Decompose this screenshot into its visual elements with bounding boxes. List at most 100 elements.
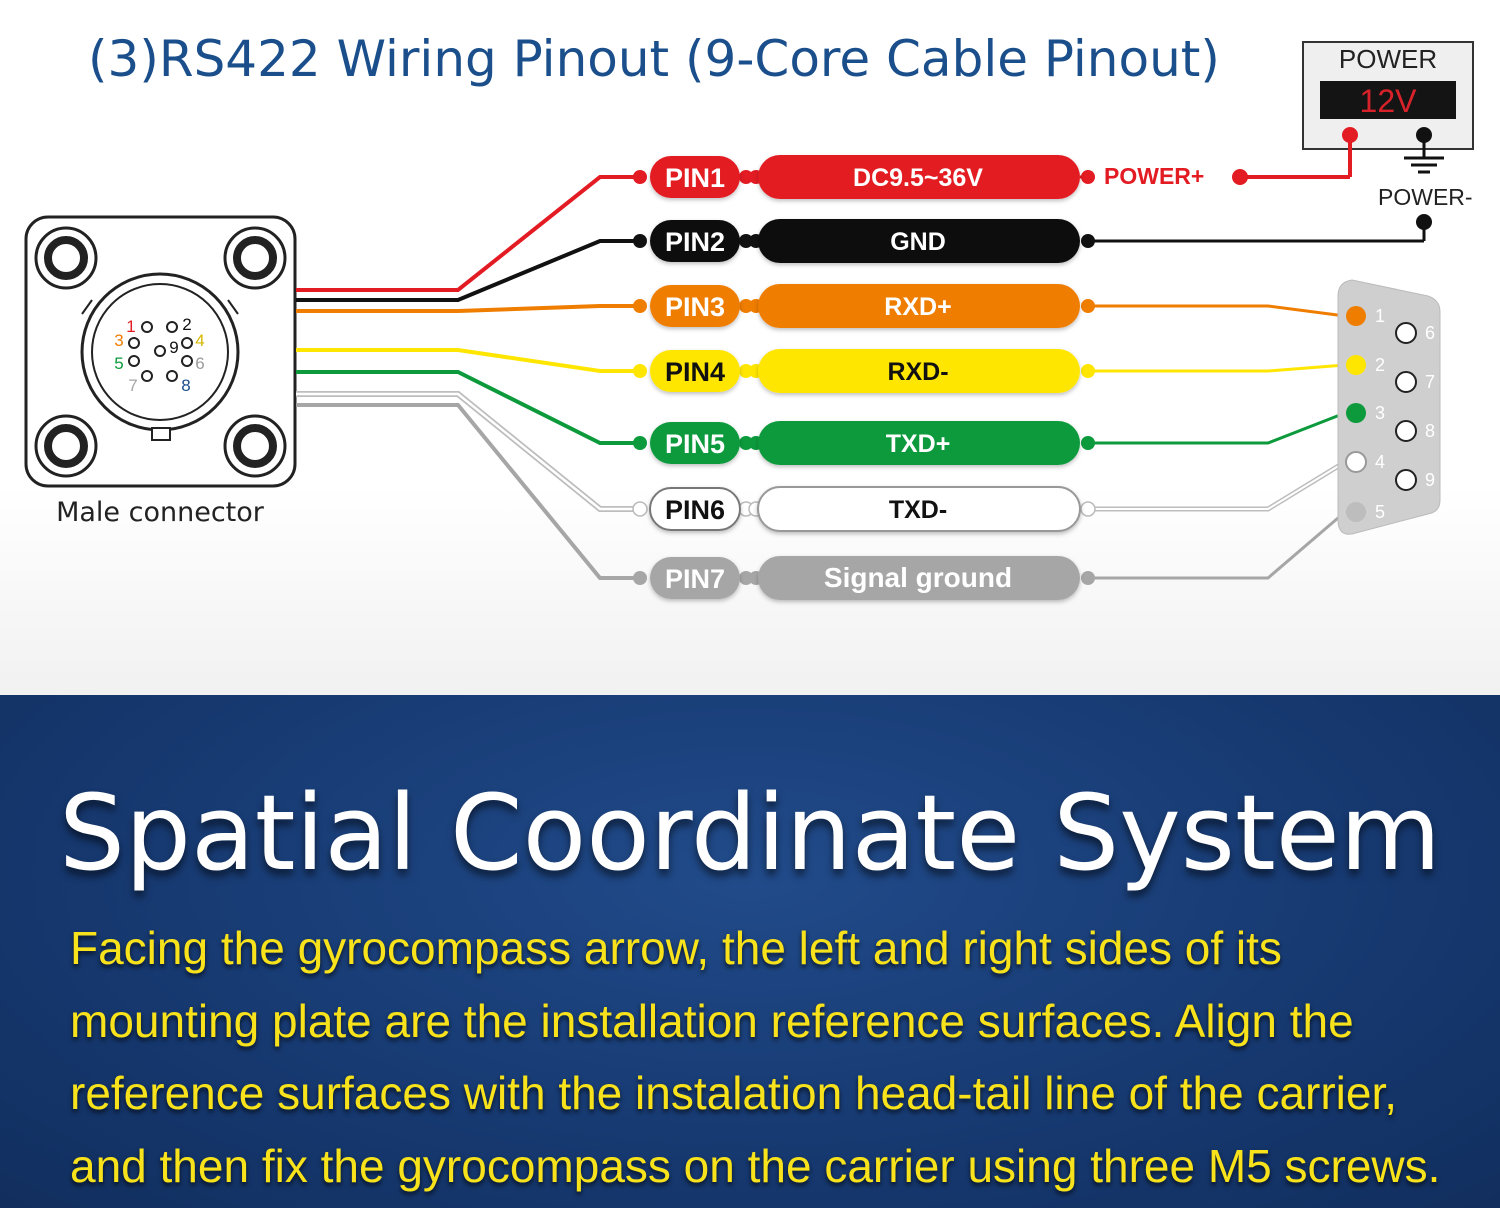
db9-pin-number: 7: [1425, 372, 1435, 392]
connector-pin: [166, 370, 178, 382]
coordinate-section: Spatial Coordinate System Facing the gyr…: [0, 695, 1500, 1208]
signal-pill: [758, 556, 1080, 600]
section-description-line: and then fix the gyrocompass on the carr…: [70, 1140, 1441, 1192]
signal-pill: [758, 421, 1080, 465]
cable-wire: [296, 304, 640, 313]
section-description-line: mounting plate are the installation refe…: [70, 995, 1354, 1047]
signal-pill: [758, 155, 1080, 199]
connector-pin: [128, 337, 140, 349]
db9-pin: [1346, 403, 1366, 423]
pin-number: PIN3: [665, 292, 725, 322]
pin-badge: [650, 557, 740, 599]
cable-wire: [296, 175, 640, 292]
pin-row-3: PIN3 RXD+: [633, 284, 1095, 328]
connector-pin: [128, 355, 140, 367]
mount-hole-top-right: [223, 226, 287, 290]
connector-pin-number: 4: [195, 331, 204, 350]
section-heading: Spatial Coordinate System: [58, 772, 1442, 894]
cable-wire: [296, 370, 640, 445]
pin-row-7: PIN7 Signal ground: [633, 556, 1095, 600]
db9-pin-number: 1: [1375, 306, 1385, 326]
section-description-line: reference surfaces with the instalation …: [70, 1067, 1398, 1119]
pin-number: PIN1: [665, 163, 725, 193]
power-supply: POWER 12V POWER+ POWER-: [1088, 41, 1474, 243]
mount-hole-bottom-left: [34, 414, 98, 478]
page-title: (3)RS422 Wiring Pinout (9-Core Cable Pin…: [88, 30, 1220, 88]
db9-pin-number: 6: [1425, 323, 1435, 343]
connector-pin-number: 5: [114, 354, 123, 373]
signal-name: TXD-: [889, 496, 947, 524]
connector-pin-number: 8: [181, 376, 190, 395]
pin-number: PIN4: [665, 357, 725, 387]
pin-row-4: PIN4 RXD-: [633, 349, 1095, 393]
cable-bundle: [296, 175, 1347, 580]
connector-pin: [141, 370, 153, 382]
db9-pin: [1395, 322, 1417, 344]
pin-number: PIN2: [665, 227, 725, 257]
db9-pin-number: 8: [1425, 421, 1435, 441]
signal-name: RXD+: [884, 293, 951, 321]
connector-pin: [181, 337, 193, 349]
signal-pill: [758, 349, 1080, 393]
pin-row-2: PIN2 GND: [633, 219, 1095, 263]
db9-pin-number: 2: [1375, 355, 1385, 375]
connector-pin: [141, 321, 153, 333]
signal-name: Signal ground: [824, 562, 1012, 593]
pin-number: PIN6: [665, 495, 725, 525]
ground-icon: [1404, 156, 1444, 174]
db9-pin: [1395, 420, 1417, 442]
db9-pin-number: 4: [1375, 452, 1385, 472]
db9-pin: [1346, 502, 1366, 522]
connector-pin-number: 6: [195, 354, 204, 373]
db9-pin-number: 5: [1375, 502, 1385, 522]
signal-pill: [758, 284, 1080, 328]
pin-row-6: PIN6 TXD-: [632, 486, 1096, 532]
signal-name: GND: [890, 228, 946, 256]
db9-pin: [1395, 469, 1417, 491]
signal-pill: [757, 486, 1081, 532]
pin-number: PIN5: [665, 429, 725, 459]
db9-pin: [1345, 451, 1367, 473]
pin-badge: [650, 156, 740, 198]
signal-name: RXD-: [887, 358, 948, 386]
db9-wire: [1088, 411, 1346, 445]
db9-pin-number: 3: [1375, 403, 1385, 423]
power-minus-label: POWER-: [1378, 184, 1473, 210]
connector-pin: [181, 355, 193, 367]
connector-pin-number: 1: [126, 317, 135, 336]
mount-hole-top-left: [34, 226, 98, 290]
connector-key-tab: [151, 427, 171, 441]
connector-pin-number: 9: [169, 338, 178, 357]
pin-row-5: PIN5 TXD+: [633, 421, 1095, 465]
mount-hole-bottom-right: [223, 414, 287, 478]
voltage-readout: 12V: [1360, 83, 1418, 119]
cable-wire: [296, 239, 640, 302]
db9-pin: [1346, 306, 1366, 326]
db9-pin-number: 9: [1425, 470, 1435, 490]
connector-pin: [166, 321, 178, 333]
db9-pin: [1395, 371, 1417, 393]
connector-pin: [154, 345, 166, 357]
db9-pin-grid: 1 2 3 4 5 6 7 8 9: [1345, 306, 1435, 522]
signal-pill: [758, 219, 1080, 263]
db9-pin: [1346, 355, 1366, 375]
db9-connector: 1 2 3 4 5 6 7 8 9: [1337, 279, 1441, 535]
pin-badge: [650, 350, 740, 392]
pin-badge: [650, 285, 740, 327]
cable-wire: [296, 348, 640, 373]
cable-wire: [296, 403, 640, 580]
connector-pin-number: 2: [182, 315, 191, 334]
power-plus-label: POWER+: [1104, 163, 1204, 189]
connector-label: Male connector: [56, 497, 265, 528]
signal-name: TXD+: [886, 430, 951, 458]
section-description-line: Facing the gyrocompass arrow, the left a…: [70, 922, 1282, 974]
db9-wire: [1088, 363, 1346, 373]
pin-number: PIN7: [665, 564, 725, 594]
pin-badge: [650, 220, 740, 262]
